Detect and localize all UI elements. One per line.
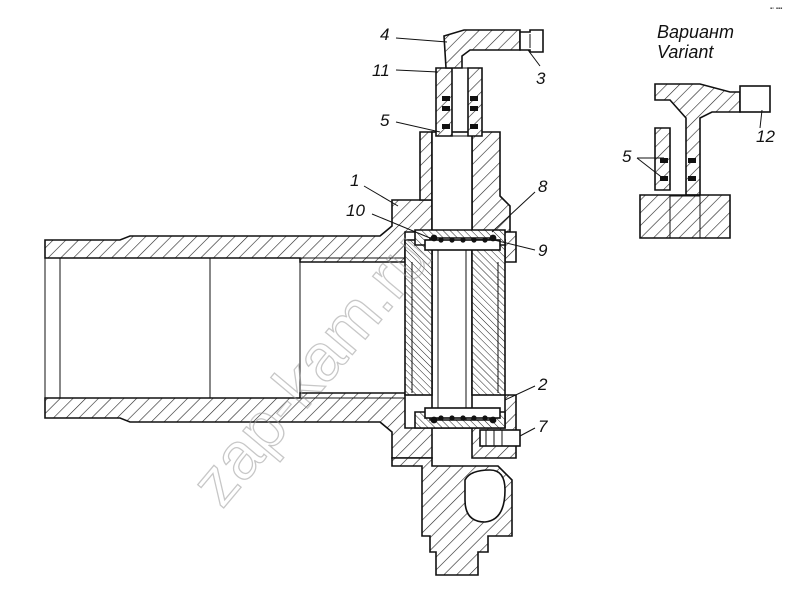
callout-11: 11	[372, 61, 390, 80]
callout-1: 1	[350, 171, 359, 190]
callout-9: 9	[538, 241, 548, 260]
grease-fitting	[435, 29, 544, 137]
callout-10: 10	[346, 201, 365, 220]
king-pin	[431, 131, 473, 429]
variant-title-ru: Вариант	[657, 22, 734, 42]
leader-lines	[363, 37, 763, 437]
callout-2: 2	[537, 375, 548, 394]
callout-8: 8	[538, 177, 548, 196]
flange-hole	[464, 469, 506, 523]
callout-7: 7	[538, 417, 548, 436]
bolt	[479, 429, 521, 447]
variant-inset	[639, 83, 771, 239]
callout-5: 5	[380, 111, 390, 130]
callout-3: 3	[536, 69, 546, 88]
bushings	[404, 239, 506, 396]
variant-title-en: Variant	[657, 42, 714, 62]
callout-4: 4	[380, 25, 389, 44]
lower-bearing	[414, 407, 506, 429]
upper-bearing	[414, 229, 506, 251]
callout-12: 12	[756, 127, 775, 146]
callout-5-variant: 5	[622, 147, 632, 166]
corner-mark: ▪▫ ▪▪▪	[770, 6, 782, 12]
